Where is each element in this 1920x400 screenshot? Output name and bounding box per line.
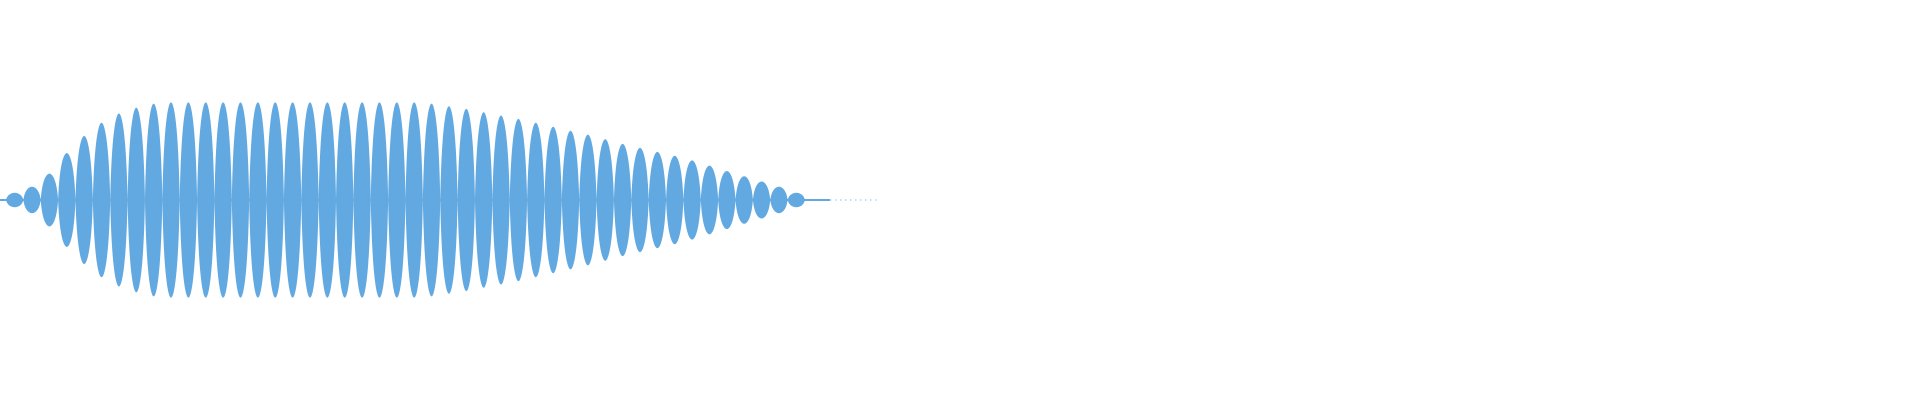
waveform-lobe: [58, 153, 76, 247]
waveform-tail-dot: [870, 199, 872, 201]
waveform-lobe: [474, 112, 493, 288]
waveform-tail-dot: [830, 199, 832, 201]
waveform-lobe: [127, 107, 145, 293]
waveform-lobe: [718, 170, 736, 230]
waveform-lobe: [144, 103, 163, 297]
waveform-lobe: [23, 186, 41, 214]
waveform-lobe: [318, 102, 337, 298]
waveform-lobe: [631, 147, 649, 253]
waveform-lobe: [579, 134, 597, 266]
waveform-tail-dot: [825, 199, 827, 201]
waveform-lobe: [283, 102, 302, 298]
waveform-tail-dot: [835, 199, 837, 201]
waveform-lobe: [666, 155, 684, 245]
waveform-lobe: [787, 192, 805, 208]
waveform-lobe: [266, 102, 284, 298]
waveform-lobe: [231, 102, 250, 298]
waveform-tail-dot: [875, 199, 877, 201]
waveform-lobe: [770, 186, 788, 214]
waveform-lobe: [683, 160, 701, 240]
waveform-shape-group: [6, 102, 805, 298]
waveform-lobe: [40, 173, 59, 227]
waveform-tail-dots: [820, 199, 877, 201]
waveform-lobe: [735, 176, 753, 224]
waveform-lobe: [613, 143, 632, 257]
waveform-lobe: [509, 118, 528, 282]
waveform-lobe: [527, 122, 545, 278]
waveform-lobe: [544, 126, 562, 274]
waveform-lobe: [214, 102, 232, 298]
waveform-tail-dot: [860, 199, 862, 201]
waveform-lobe: [492, 115, 510, 285]
waveform-lobe: [752, 181, 771, 219]
waveform-lobe: [457, 108, 475, 292]
waveform-tail-dot: [855, 199, 857, 201]
waveform-lobe: [596, 139, 614, 261]
waveform-lobe: [249, 102, 267, 298]
waveform-lobe: [388, 102, 406, 298]
waveform-tail-dot: [865, 199, 867, 201]
waveform-lobe: [179, 102, 198, 298]
waveform-tail-dot: [845, 199, 847, 201]
waveform-lobe: [162, 102, 180, 298]
waveform-lobe: [440, 106, 458, 294]
waveform-lobe: [336, 102, 354, 298]
waveform-tail-dot: [850, 199, 852, 201]
waveform-lobe: [561, 130, 580, 270]
waveform-lobe: [370, 102, 389, 298]
waveform-tail-dot: [840, 199, 842, 201]
waveform-lobe: [422, 103, 441, 297]
waveform-lobe: [648, 151, 667, 249]
waveform-tail-dot: [820, 199, 822, 201]
waveform-lobe: [75, 135, 93, 265]
waveform-lobe: [6, 192, 24, 208]
waveform-lobe: [110, 113, 128, 287]
waveform-lobe: [353, 102, 371, 298]
waveform-lobe: [405, 102, 423, 298]
waveform-lobe: [92, 122, 111, 278]
waveform-lobe: [700, 165, 719, 235]
waveform-lobe: [197, 102, 215, 298]
waveform-lobe: [301, 102, 319, 298]
